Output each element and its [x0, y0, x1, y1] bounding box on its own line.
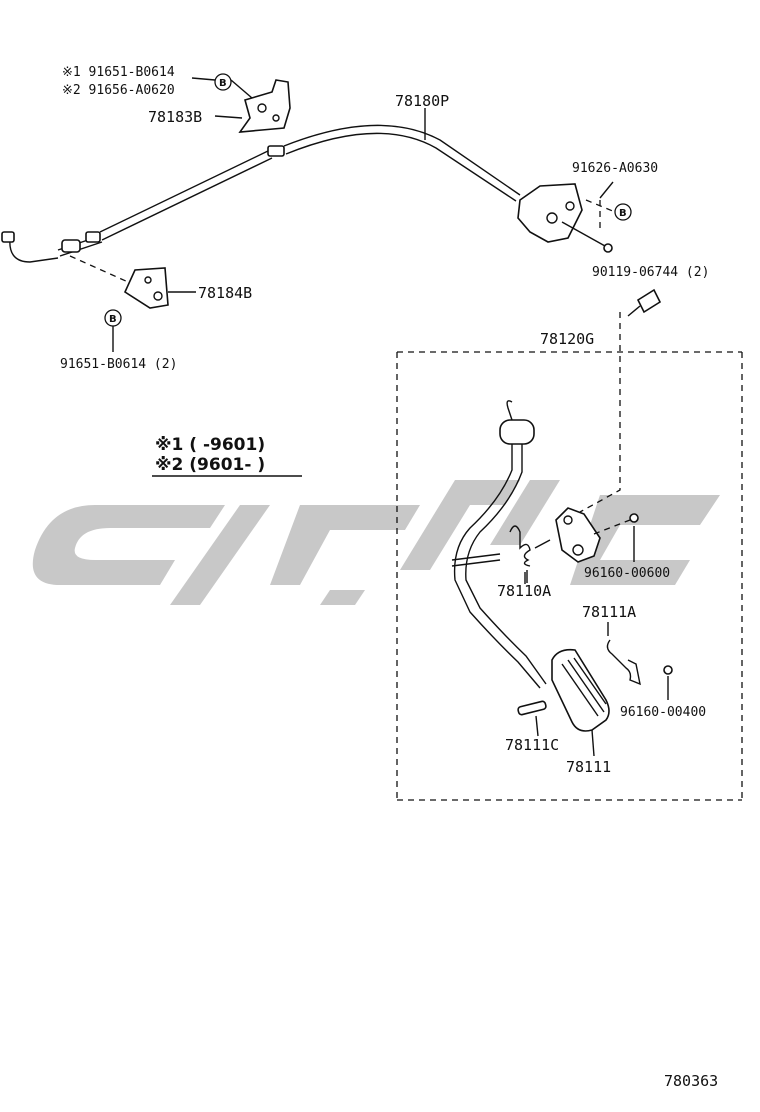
- label-90119: 90119-06744 (2): [592, 265, 709, 280]
- label-78184b: 78184B: [198, 284, 252, 302]
- bolt-90119: [627, 288, 662, 317]
- note-1: ※1 ( -9601): [155, 435, 265, 455]
- note-2: ※2 (9601- ): [155, 455, 265, 475]
- label-alt1-part: ※1 91651-B0614: [62, 65, 175, 80]
- bracket-78184b: [123, 267, 169, 309]
- label-alt2-part: ※2 91656-A0620: [62, 83, 175, 98]
- svg-text:B: B: [219, 78, 227, 89]
- spring-78111a: [606, 622, 673, 700]
- pedal-assembly-box: [396, 351, 743, 801]
- accelerator-cable: [1, 124, 521, 263]
- b-marker-lower: B: [104, 309, 122, 327]
- pedal-pad-78111: [551, 648, 610, 757]
- pedal-arm: [451, 400, 547, 689]
- diagram-id: 780363: [664, 1072, 718, 1090]
- b-marker-upper: B: [214, 73, 232, 91]
- leader-lines: [69, 77, 621, 513]
- watermark-logo: [32, 480, 720, 605]
- svg-text:B: B: [109, 314, 117, 325]
- b-marker-right: B: [614, 203, 632, 221]
- label-78111a: 78111A: [582, 603, 636, 621]
- label-91651-lower: 91651-B0614 (2): [60, 357, 177, 372]
- svg-text:B: B: [619, 208, 627, 219]
- bracket-78183b: [238, 79, 291, 133]
- label-78180p: 78180P: [395, 92, 449, 110]
- bracket-cable-end: [517, 183, 613, 253]
- label-78183b: 78183B: [148, 108, 202, 126]
- pin-78111c: [517, 700, 547, 737]
- label-78110a: 78110A: [497, 582, 551, 600]
- label-96160-00400: 96160-00400: [620, 705, 706, 720]
- spring-78110a: [509, 525, 551, 584]
- label-78111: 78111: [566, 758, 611, 776]
- pivot-plate: [555, 507, 639, 563]
- label-78120g: 78120G: [540, 330, 594, 348]
- label-78111c: 78111C: [505, 736, 559, 754]
- label-96160-00600: 96160-00600: [584, 566, 670, 581]
- label-91626: 91626-A0630: [572, 161, 658, 176]
